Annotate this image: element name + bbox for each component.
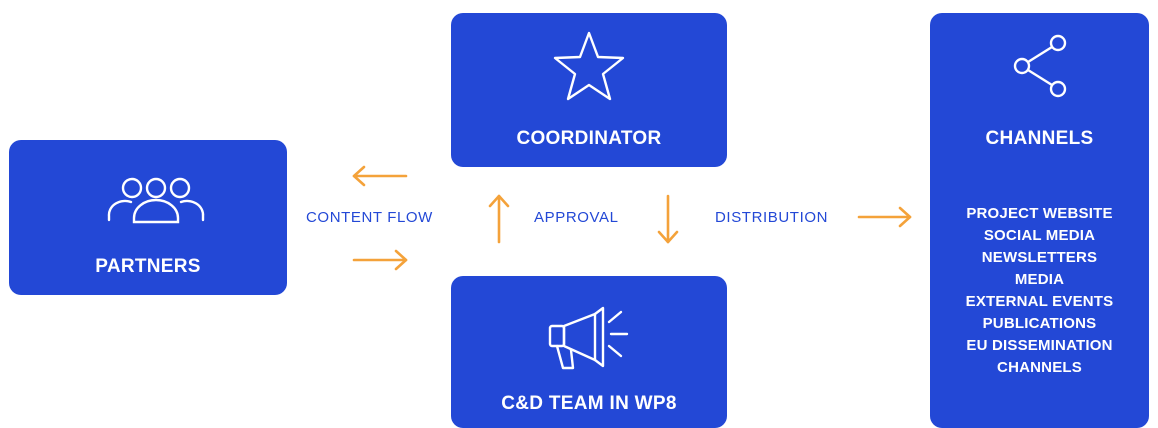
coordinator-title: COORDINATOR <box>516 128 662 149</box>
channel-item: PUBLICATIONS <box>982 315 1097 332</box>
right-arrow-from-partners <box>352 249 408 271</box>
partners-box: PARTNERS <box>9 140 287 295</box>
up-arrow-to-coordinator <box>488 194 510 244</box>
left-arrow-to-partners <box>352 165 408 187</box>
channel-item: CHANNELS <box>997 359 1082 376</box>
channel-item: EU DISSEMINATION <box>966 337 1113 354</box>
channel-list: PROJECT WEBSITE SOCIAL MEDIA NEWSLETTERS… <box>930 203 1149 379</box>
megaphone-icon <box>548 306 629 370</box>
cd-team-box: C&D TEAM IN WP8 <box>451 276 727 428</box>
approval-label: APPROVAL <box>534 209 619 226</box>
channel-item: EXTERNAL EVENTS <box>965 293 1114 310</box>
coordinator-box: COORDINATOR <box>451 13 727 167</box>
partners-title: PARTNERS <box>95 256 201 277</box>
star-icon <box>553 31 625 101</box>
cd-team-title: C&D TEAM IN WP8 <box>501 393 677 414</box>
channel-item: PROJECT WEBSITE <box>966 205 1113 222</box>
right-arrow-to-channels <box>857 206 912 228</box>
users-icon <box>107 177 205 224</box>
channels-title: CHANNELS <box>985 128 1094 149</box>
content-flow-label: CONTENT FLOW <box>306 209 433 226</box>
down-arrow-to-team <box>657 194 679 244</box>
share-icon <box>1013 34 1067 98</box>
channel-item: NEWSLETTERS <box>981 249 1098 266</box>
distribution-label: DISTRIBUTION <box>715 209 829 226</box>
channel-item: SOCIAL MEDIA <box>983 227 1096 244</box>
channels-box: CHANNELS PROJECT WEBSITE SOCIAL MEDIA NE… <box>930 13 1149 428</box>
channel-item: MEDIA <box>1014 271 1065 288</box>
